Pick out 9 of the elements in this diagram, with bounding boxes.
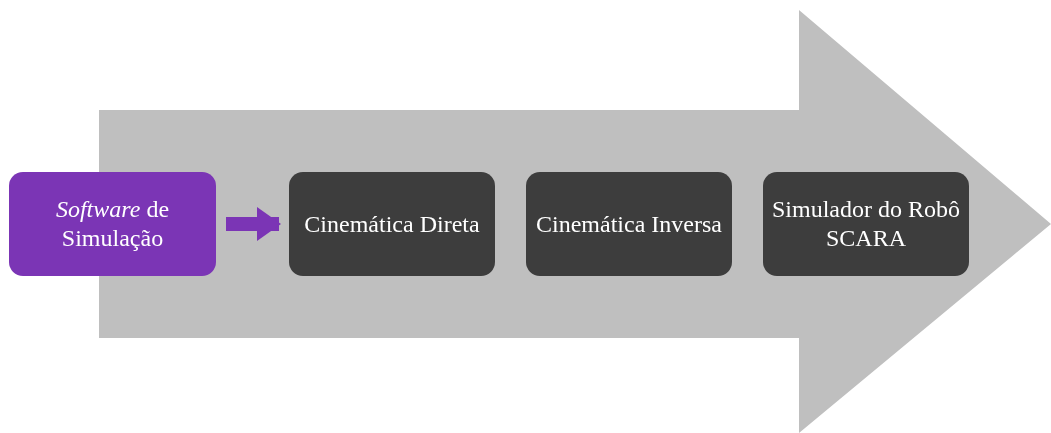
box-label: Simulador do Robô SCARA [771, 195, 961, 253]
process-box [526, 172, 732, 276]
box-label: Cinemática Inversa [536, 209, 722, 239]
box-label: Cinemática Direta [304, 209, 480, 239]
process-box [763, 172, 969, 276]
arrow [226, 207, 281, 241]
process-box [289, 172, 495, 276]
process-box [9, 172, 216, 276]
box-label: Software de Simulação [54, 195, 171, 253]
